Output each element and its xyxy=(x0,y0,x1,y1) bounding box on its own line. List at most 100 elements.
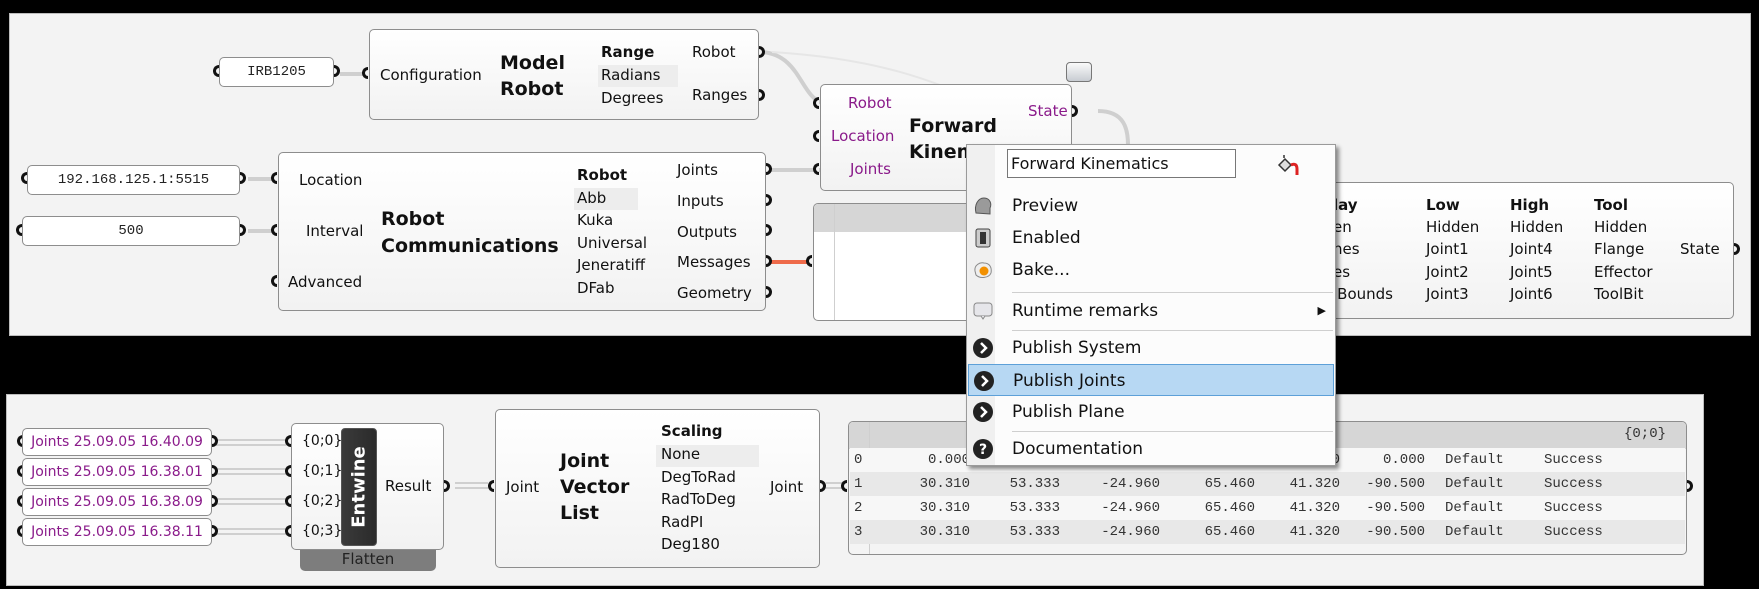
joint-vector-list-node[interactable]: Joint Joint Vector List Scaling None Deg… xyxy=(495,409,820,568)
joints-panel[interactable]: Joints 25.09.05 16.40.09 xyxy=(22,428,212,456)
input-grip[interactable] xyxy=(285,435,291,447)
option[interactable]: en xyxy=(1333,218,1352,236)
input-grip[interactable] xyxy=(213,65,219,77)
menu-item-documentation[interactable]: ? Documentation xyxy=(968,433,1334,465)
input-grip[interactable] xyxy=(285,465,291,477)
option-degtorad[interactable]: DegToRad xyxy=(661,468,736,486)
output-grip[interactable] xyxy=(766,194,772,206)
location-panel[interactable]: 192.168.125.1:5515 xyxy=(27,165,240,195)
option[interactable]: Flange xyxy=(1594,240,1645,258)
input-grip[interactable] xyxy=(285,525,291,537)
model-robot-node[interactable]: Configuration Model Robot Range Radians … xyxy=(369,29,759,120)
option-radians[interactable]: Radians xyxy=(601,66,661,84)
input-grip[interactable] xyxy=(362,67,368,79)
output-ranges: Ranges xyxy=(692,86,748,104)
output-grip[interactable] xyxy=(1734,243,1740,255)
output-grip[interactable] xyxy=(240,172,246,184)
node-title: Robot xyxy=(500,78,564,100)
interval-panel[interactable]: 500 xyxy=(22,216,240,246)
input-grip[interactable] xyxy=(271,224,277,236)
output-grip[interactable] xyxy=(1072,105,1078,117)
option[interactable]: es xyxy=(1333,263,1351,281)
option[interactable]: Joint4 xyxy=(1510,240,1553,258)
configuration-panel[interactable]: IRB1205 xyxy=(219,57,334,87)
output-grip[interactable] xyxy=(334,65,340,77)
joints-panel[interactable]: Joints 25.09.05 16.38.01 xyxy=(22,458,212,486)
menu-item-preview[interactable]: Preview xyxy=(968,190,1334,222)
entwine-node[interactable]: {0;0} {0;1} {0;2} {0;3} Entwine Result xyxy=(291,423,444,550)
context-menu[interactable]: Preview Enabled Bake... Runtime remarks … xyxy=(966,144,1336,466)
output-grip[interactable] xyxy=(759,89,765,101)
output-grip[interactable] xyxy=(766,163,772,175)
option[interactable]: Hidden xyxy=(1510,218,1564,236)
output-grip[interactable] xyxy=(212,525,218,537)
option[interactable]: Hidden xyxy=(1426,218,1480,236)
option[interactable]: Joint1 xyxy=(1426,240,1469,258)
option[interactable]: lBounds xyxy=(1333,285,1393,303)
joints-panel[interactable]: Joints 25.09.05 16.38.11 xyxy=(22,518,212,546)
display-node[interactable]: lay en nes es lBounds Low Hidden Joint1 … xyxy=(1330,182,1734,319)
input-grip[interactable] xyxy=(271,172,277,184)
input-grip[interactable] xyxy=(806,255,812,267)
menu-item-enabled[interactable]: Enabled xyxy=(968,222,1334,254)
input-grip[interactable] xyxy=(16,224,22,236)
menu-item-publish-plane[interactable]: Publish Plane xyxy=(968,396,1334,428)
input-grip[interactable] xyxy=(17,495,23,507)
output-grip[interactable] xyxy=(766,255,772,267)
option-abb[interactable]: Abb xyxy=(577,189,607,207)
input-grip[interactable] xyxy=(841,480,847,492)
input-grip[interactable] xyxy=(21,172,27,184)
component-name-input[interactable] xyxy=(1007,149,1236,178)
option-universal[interactable]: Universal xyxy=(577,234,648,252)
menu-item-publish-joints[interactable]: Publish Joints xyxy=(968,364,1334,396)
input-grip[interactable] xyxy=(813,97,819,109)
input-grip[interactable] xyxy=(813,130,819,142)
paint-bucket-icon[interactable] xyxy=(1275,155,1301,177)
robot-communications-node[interactable]: Location Interval Advanced Robot Communi… xyxy=(278,152,766,311)
option-degrees[interactable]: Degrees xyxy=(601,89,664,107)
output-grip[interactable] xyxy=(444,480,450,492)
menu-item-runtime-remarks[interactable]: Runtime remarks ▶ xyxy=(968,295,1334,327)
panel-value: Joints 25.09.05 16.40.09 xyxy=(31,434,203,450)
output-grip[interactable] xyxy=(240,224,246,236)
option[interactable]: Joint6 xyxy=(1510,285,1553,303)
output-grip[interactable] xyxy=(212,495,218,507)
input-grip[interactable] xyxy=(488,480,494,492)
output-grip[interactable] xyxy=(766,286,772,298)
option-jeneratiff[interactable]: Jeneratiff xyxy=(577,256,646,274)
option[interactable]: nes xyxy=(1333,240,1360,258)
option-kuka[interactable]: Kuka xyxy=(577,211,614,229)
input-grip[interactable] xyxy=(285,495,291,507)
output-grip[interactable] xyxy=(212,435,218,447)
output-grip[interactable] xyxy=(766,224,772,236)
remark-balloon-icon[interactable] xyxy=(1066,62,1092,82)
input-grip[interactable] xyxy=(17,525,23,537)
option-dfab[interactable]: DFab xyxy=(577,279,615,297)
output-grip[interactable] xyxy=(759,46,765,58)
input-grip[interactable] xyxy=(17,435,23,447)
output-grip[interactable] xyxy=(1687,480,1693,492)
output-grip[interactable] xyxy=(212,465,218,477)
option[interactable]: Joint3 xyxy=(1426,285,1469,303)
option[interactable]: ToolBit xyxy=(1594,285,1644,303)
menu-item-publish-system[interactable]: Publish System xyxy=(968,332,1334,364)
menu-item-bake[interactable]: Bake... xyxy=(968,254,1334,286)
option[interactable]: Joint2 xyxy=(1426,263,1469,281)
option-deg180[interactable]: Deg180 xyxy=(661,535,720,553)
output-grip[interactable] xyxy=(820,480,826,492)
input-grip[interactable] xyxy=(271,275,277,287)
messages-panel[interactable] xyxy=(813,203,973,321)
option-none[interactable]: None xyxy=(661,445,701,463)
option-radtodeg[interactable]: RadToDeg xyxy=(661,490,736,508)
option-radpi[interactable]: RadPI xyxy=(661,513,704,531)
input-grip[interactable] xyxy=(17,465,23,477)
option[interactable]: Hidden xyxy=(1594,218,1648,236)
option[interactable]: Joint5 xyxy=(1510,263,1553,281)
option[interactable]: Effector xyxy=(1594,263,1653,281)
input-advanced: Advanced xyxy=(288,273,363,291)
flatten-tag[interactable]: Flatten xyxy=(300,547,436,571)
svg-text:?: ? xyxy=(979,442,987,458)
input-grip[interactable] xyxy=(813,163,819,175)
joints-panel[interactable]: Joints 25.09.05 16.38.09 xyxy=(22,488,212,516)
option-header: Robot xyxy=(577,166,628,184)
